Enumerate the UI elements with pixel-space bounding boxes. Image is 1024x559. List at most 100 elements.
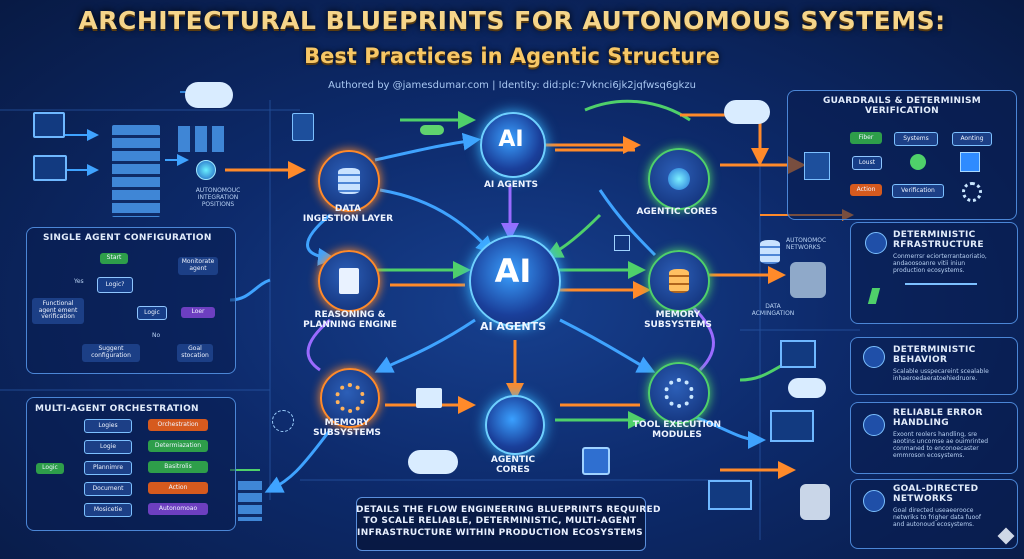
memory-right-node[interactable] <box>648 250 710 312</box>
check-icon <box>910 154 926 170</box>
laptop-icon <box>708 480 752 510</box>
checklist-icon <box>339 268 359 294</box>
top-ai-icon: AI <box>498 127 524 152</box>
main-ai-icon: AI <box>494 252 532 290</box>
cube-icon <box>960 152 980 172</box>
footer-box <box>356 497 646 551</box>
multi-agent-col1-node: Logie <box>84 440 132 454</box>
compass-icon <box>863 346 885 368</box>
cloud-icon <box>408 450 458 474</box>
det-behavior-desc: Scalable usspecareint scealable inhaeroe… <box>893 368 989 382</box>
document-icon <box>804 152 830 180</box>
monitor-icon <box>780 340 816 368</box>
agentic-cores-bottom-label: AGENTIC CORES <box>490 455 536 476</box>
memory-left-label: MEMORY SUBSYSTEMS <box>313 418 381 439</box>
multi-agent-col2-node: Basitrolis <box>148 461 208 473</box>
cloud-gear-icon <box>185 82 233 108</box>
multi-agent-col1-node: Document <box>84 482 132 496</box>
main-ai-hub[interactable] <box>469 235 561 327</box>
error-handling-title: RELIABLE ERROR HANDLING <box>893 408 983 428</box>
monitor-icon <box>33 112 65 138</box>
reasoning-node[interactable] <box>318 250 380 312</box>
server-icon <box>238 481 262 521</box>
gear-icon <box>962 182 982 202</box>
verification-node: Verification <box>892 184 944 198</box>
suggest-node: Suggent configuration <box>82 344 140 362</box>
monitor-icon <box>770 410 814 442</box>
network-nodes-icon <box>863 490 885 512</box>
error-handling-desc: Exoont reolers handling, sre aootins unc… <box>893 431 989 459</box>
goal-node: Goal stocation <box>177 344 213 362</box>
chip-icon <box>582 447 610 475</box>
logic-node: Logic <box>36 463 64 474</box>
action-node: Action <box>850 184 882 196</box>
filter-node: Fiber <box>850 132 882 144</box>
multi-agent-col1-node: Logies <box>84 419 132 433</box>
agentic-cores-node[interactable] <box>648 148 710 210</box>
autonomous-networks-label: AUTONOMOC NETWORKS <box>786 237 827 251</box>
hexagon-icon <box>668 168 690 190</box>
logic-decision: Logic? <box>97 277 133 293</box>
document-icon <box>292 113 314 141</box>
multi-agent-col1-node: Mosicetie <box>84 503 132 517</box>
footer-text: DETAILS THE FLOW ENGINEERING BLUEPRINTS … <box>356 505 661 538</box>
toggle-icon <box>420 125 444 135</box>
database-stack-icon <box>669 269 689 293</box>
multi-agent-col2-node: Autonomoao <box>148 503 208 515</box>
memory-left-node[interactable] <box>320 368 380 428</box>
server-rack-icon <box>112 125 160 217</box>
no-label: No <box>152 332 161 339</box>
gear-icon <box>335 383 365 413</box>
network-icon <box>272 410 294 432</box>
start-node: Start <box>100 253 128 264</box>
data-ingestion-label: DATA INGESTION LAYER <box>302 204 394 225</box>
cog-icon <box>664 378 694 408</box>
error-x-icon <box>863 414 885 436</box>
functional-node: Functional agent ement verification <box>32 298 84 324</box>
database-icon <box>338 168 360 194</box>
single-agent-title: SINGLE AGENT CONFIGURATION <box>43 233 212 243</box>
folder-icon <box>416 388 442 408</box>
det-infra-title: DETERMINISTIC RFRASTRUCTURE <box>893 230 984 250</box>
guardrails-title: GUARDRAILS & DETERMINISM VERIFICATION <box>822 96 982 116</box>
systems-node: Systems <box>894 132 938 146</box>
cloud-icon <box>788 378 826 398</box>
goal-directed-desc: Goal directed useaeerooce netwriks to fr… <box>893 507 982 528</box>
agentic-cores-label: AGENTIC CORES <box>636 207 718 217</box>
goal-directed-title: GOAL-DIRECTED NETWORKS <box>893 484 979 504</box>
main-ai-label: AI AGENTS <box>479 320 547 333</box>
top-ai-hub[interactable] <box>480 112 546 178</box>
tool-execution-node[interactable] <box>648 362 710 424</box>
database-icon <box>760 240 780 264</box>
monitor-icon <box>33 155 67 181</box>
tool-execution-label: TOOL EXECUTION MODULES <box>632 420 722 441</box>
reasoning-label: REASONING & PLANNING ENGINE <box>303 310 397 331</box>
multi-agent-col2-node: Action <box>148 482 208 494</box>
author-line: Authored by @jamesdumar.com | Identity: … <box>328 80 696 91</box>
acting-node: Aonting <box>952 132 992 146</box>
loust-node: Loust <box>852 156 882 170</box>
memory-right-label: MEMORY SUBSYSTEMS <box>644 310 712 331</box>
multi-agent-title: MULTI-AGENT ORCHESTRATION <box>35 404 199 414</box>
data-ingestion-node[interactable] <box>318 150 380 212</box>
page-subtitle: Best Practices in Agentic Structure <box>304 44 720 68</box>
autonomous-integration-label: AUTONOMOUC INTEGRATION POSITIONS <box>195 187 241 208</box>
loer-node: Loer <box>181 307 215 318</box>
det-infra-desc: Conmerrsr eciorterrantaoriatio, andaooso… <box>893 253 987 274</box>
det-behavior-title: DETERMINISTIC BEHAVIOR <box>893 345 976 365</box>
multi-agent-col2-node: Orchestration <box>148 419 208 431</box>
robot-icon <box>800 484 830 520</box>
logic-node: Logic <box>137 306 167 320</box>
agentic-cores-bottom-hub[interactable] <box>485 395 545 455</box>
server-icon <box>178 126 224 152</box>
monitor-node: Monitorate agent <box>178 257 218 275</box>
yes-label: Yes <box>74 278 84 285</box>
people-network-icon <box>905 283 977 307</box>
globe-icon <box>196 160 216 180</box>
cloud-upload-icon <box>724 100 770 124</box>
multi-agent-col1-node: Plannimre <box>84 461 132 475</box>
page-title: ARCHITECTURAL BLUEPRINTS FOR AUTONOMOUS … <box>78 6 946 35</box>
multi-agent-col2-node: Determiazation <box>148 440 208 452</box>
